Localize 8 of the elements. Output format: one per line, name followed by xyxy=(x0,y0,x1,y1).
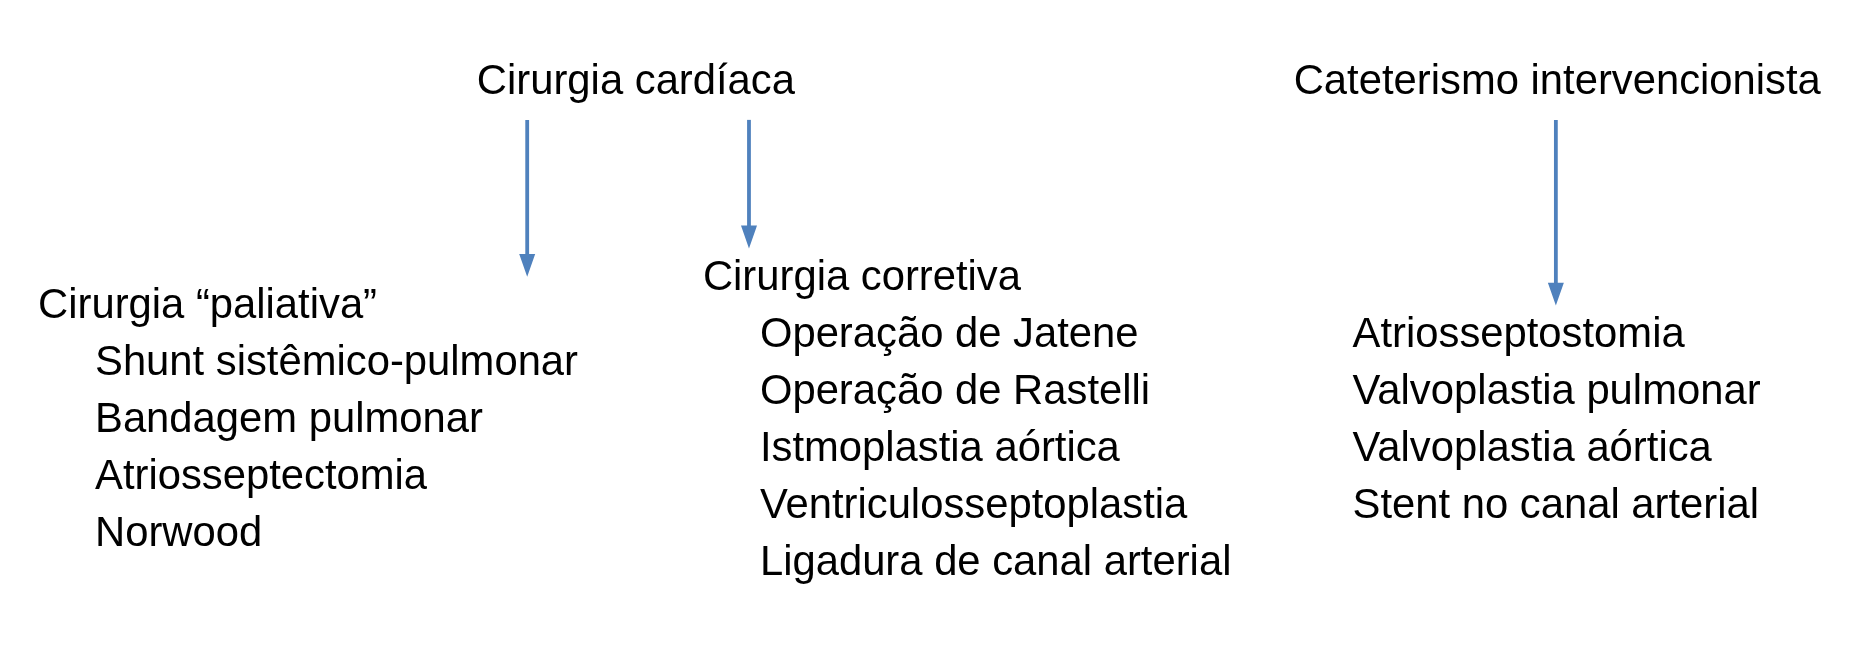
node-text: Atriosseptostomia Valvoplastia pulmonar Valvoplastia aórtica Stent no canal arterial xyxy=(1352,308,1761,527)
arrow xyxy=(519,119,536,277)
node-text: Cateterismo intervencionista xyxy=(1293,55,1821,103)
node-text: Cirurgia corretiva Operação de Jatene Operação de Rastelli Istmoplastia aórtica Ventriculosseptoplastia Ligadura de canal arterial xyxy=(702,251,1232,584)
node-text: Cirurgia cardíaca xyxy=(476,55,795,103)
arrow xyxy=(1547,119,1564,306)
node-text: Cirurgia “paliativa” Shunt sistêmico-pulmonar Bandagem pulmonar Atriosseptectomia Norwood xyxy=(38,279,579,555)
arrow xyxy=(741,119,757,248)
